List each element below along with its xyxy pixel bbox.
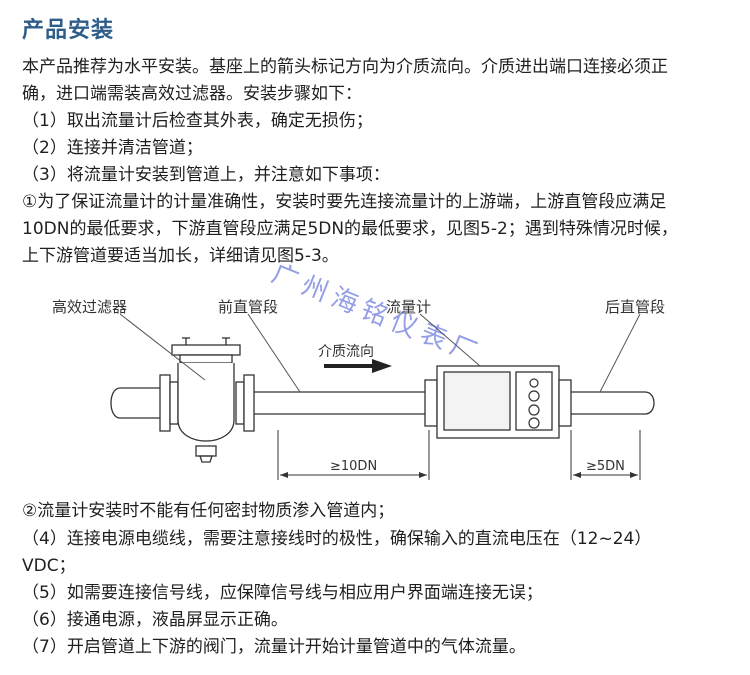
- step-7: （7）开启管道上下游的阀门，流量计开始计量管道中的气体流量。: [22, 637, 526, 657]
- front-straight-pipe: [254, 391, 430, 415]
- label-front-pipe: 前直管段: [218, 298, 278, 316]
- intro-line-1: 本产品推荐为水平安装。基座上的箭头标记方向为介质流向。介质进出端口连接必须正: [22, 57, 668, 77]
- label-rear-pipe: 后直管段: [605, 298, 665, 316]
- note-1-line-2: 10DN的最低要求，下游直管段应满足5DN的最低要求，见图5-2；遇到特殊情况时…: [22, 219, 678, 239]
- meter-buttons-icon: [528, 378, 540, 429]
- dim-upstream: ≥10DN: [330, 459, 377, 474]
- page-title: 产品安装: [22, 18, 115, 43]
- step-6: （6）接通电源，液晶屏显示正确。: [22, 610, 288, 630]
- step-4-line-1: （4）连接电源电缆线，需要注意接线时的极性，确保输入的直流电压在（12~24）: [22, 529, 652, 549]
- label-flow-direction: 介质流向: [318, 344, 374, 360]
- step-1: （1）取出流量计后检查其外表，确定无损伤；: [22, 111, 373, 131]
- note-1-line-3: 上下游管道要适当加长，详细请见图5-3。: [22, 246, 339, 266]
- flange: [159, 374, 171, 432]
- rear-straight-pipe: [571, 391, 645, 415]
- flow-arrow-icon: [324, 359, 392, 373]
- step-5: （5）如需要连接信号线，应保障信号线与相应用户界面端连接无误；: [22, 583, 543, 603]
- note-1-line-1: ①为了保证流量计的计量准确性，安装时要先连接流量计的上游端，上游直管段应满足: [22, 192, 667, 212]
- filter-icon: [171, 337, 241, 463]
- step-4-line-2: VDC；: [22, 556, 76, 576]
- label-meter: 流量计: [386, 298, 431, 316]
- flow-meter: [424, 365, 572, 439]
- intro-line-2: 确，进口端需装高效过滤器。安装步骤如下：: [22, 84, 362, 104]
- dim-downstream: ≥5DN: [586, 459, 625, 474]
- step-3: （3）将流量计安装到管道上，并注意如下事项：: [22, 165, 390, 185]
- label-filter: 高效过滤器: [52, 298, 127, 316]
- step-2: （2）连接并清洁管道；: [22, 138, 203, 158]
- note-2: ②流量计安装时不能有任何密封物质渗入管道内；: [22, 501, 395, 521]
- installation-diagram: 高效过滤器 前直管段 流量计 后直管段 介质流向 ≥10DN ≥5DN: [52, 298, 665, 480]
